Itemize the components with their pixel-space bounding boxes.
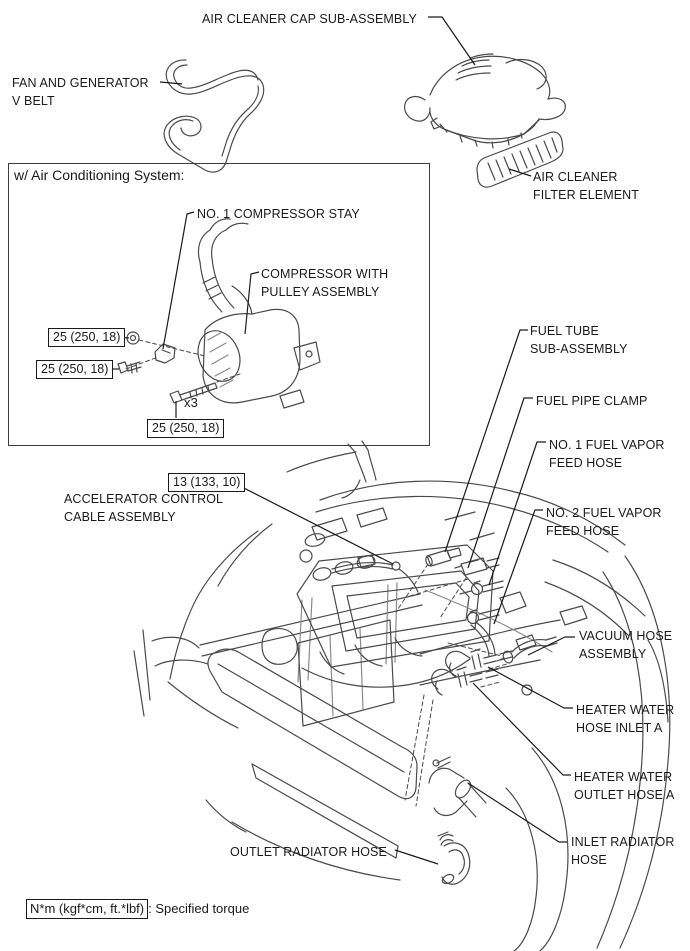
label-no2-fuel-vapor: NO. 2 FUEL VAPOR FEED HOSE bbox=[546, 506, 662, 538]
torque-spec-box-accelerator: 13 (133, 10) bbox=[168, 473, 246, 492]
compressor-body-drawing bbox=[197, 285, 321, 409]
compressor-stay bbox=[154, 343, 176, 364]
torque-legend: N*m (kgf*cm, ft.*lbf): Specified torque bbox=[26, 899, 249, 919]
label-air-cleaner-cap: AIR CLEANER CAP SUB-ASSEMBLY bbox=[202, 12, 417, 26]
torque-spec-box-bolt: 25 (250, 18) bbox=[36, 360, 114, 379]
heater-hoses-drawing bbox=[431, 648, 513, 696]
air-cleaner-filter-drawing bbox=[476, 131, 564, 188]
leader-compressor bbox=[244, 271, 260, 335]
leader-air-cleaner-filter bbox=[508, 168, 532, 177]
vacuum-hose-drawing bbox=[496, 636, 558, 664]
fuel-tube-drawing bbox=[425, 547, 462, 567]
leader-heater-inlet bbox=[487, 666, 573, 709]
torque-spec-box-nut: 25 (250, 18) bbox=[48, 328, 126, 347]
leader-accelerator-torque bbox=[233, 482, 394, 565]
leader-fuel-pipe-clamp bbox=[467, 397, 533, 569]
torque-unit-box: N*m (kgf*cm, ft.*lbf) bbox=[26, 899, 149, 919]
leader-fuel-tube bbox=[444, 329, 528, 553]
accelerator-cable-drawing bbox=[331, 554, 419, 593]
leader-no1-compressor-stay bbox=[162, 211, 195, 350]
label-no1-compressor-stay: NO. 1 COMPRESSOR STAY bbox=[197, 207, 360, 221]
ac-system-box bbox=[8, 163, 430, 446]
inlet-radiator-hose-drawing bbox=[428, 756, 487, 818]
assembly-axis-dashed bbox=[125, 339, 241, 383]
compressor-bolt-short bbox=[117, 361, 142, 374]
leader-no2-fuel-vapor bbox=[493, 509, 543, 625]
torque-legend-text: : Specified torque bbox=[148, 901, 250, 916]
label-air-cleaner-filter: AIR CLEANER FILTER ELEMENT bbox=[533, 170, 640, 202]
label-heater-outlet: HEATER WATER OUTLET HOSE A bbox=[574, 770, 675, 802]
leader-fan-belt bbox=[159, 81, 183, 85]
label-fuel-pipe-clamp: FUEL PIPE CLAMP bbox=[536, 394, 648, 408]
ac-box-title: w/ Air Conditioning System: bbox=[14, 167, 185, 183]
v-belt-drawing bbox=[163, 59, 265, 173]
leader-no1-fuel-vapor bbox=[488, 441, 546, 586]
torque-spec-box-long-bolt: 25 (250, 18) bbox=[147, 419, 225, 438]
compressor-hoses-drawing bbox=[197, 218, 249, 313]
compressor-bolt-long bbox=[169, 382, 218, 404]
label-accelerator-cable: ACCELERATOR CONTROL CABLE ASSEMBLY bbox=[64, 492, 224, 524]
fuel-pipe-clamp-drawing bbox=[454, 557, 500, 576]
leader-air-cleaner-cap bbox=[428, 16, 476, 66]
label-vacuum-hose: VACUUM HOSE ASSEMBLY bbox=[579, 629, 673, 661]
label-no1-fuel-vapor: NO. 1 FUEL VAPOR FEED HOSE bbox=[549, 438, 665, 470]
leader-vacuum-hose bbox=[527, 636, 575, 656]
label-fan-generator-v-belt: FAN AND GENERATOR V BELT bbox=[12, 76, 149, 108]
leader-outlet-radiator bbox=[394, 849, 439, 865]
engine-bay-drawing bbox=[133, 440, 671, 951]
label-compressor: COMPRESSOR WITH PULLEY ASSEMBLY bbox=[261, 267, 389, 299]
leader-lines bbox=[103, 16, 575, 865]
no2-fuel-vapor-drawing bbox=[466, 608, 500, 657]
label-inlet-radiator: INLET RADIATOR HOSE bbox=[571, 835, 675, 867]
label-x3-multiplier: x3 bbox=[184, 395, 198, 410]
air-cleaner-cap-drawing bbox=[404, 53, 566, 149]
no1-fuel-vapor-drawing bbox=[459, 580, 504, 596]
outlet-radiator-hose-drawing bbox=[437, 831, 471, 885]
engine-dashed-lines bbox=[395, 563, 508, 807]
label-fuel-tube: FUEL TUBE SUB-ASSEMBLY bbox=[530, 324, 628, 356]
label-heater-inlet: HEATER WATER HOSE INLET A bbox=[576, 703, 675, 735]
leader-heater-outlet bbox=[472, 682, 571, 776]
leader-inlet-radiator bbox=[467, 782, 567, 843]
label-outlet-radiator: OUTLET RADIATOR HOSE bbox=[230, 845, 387, 859]
